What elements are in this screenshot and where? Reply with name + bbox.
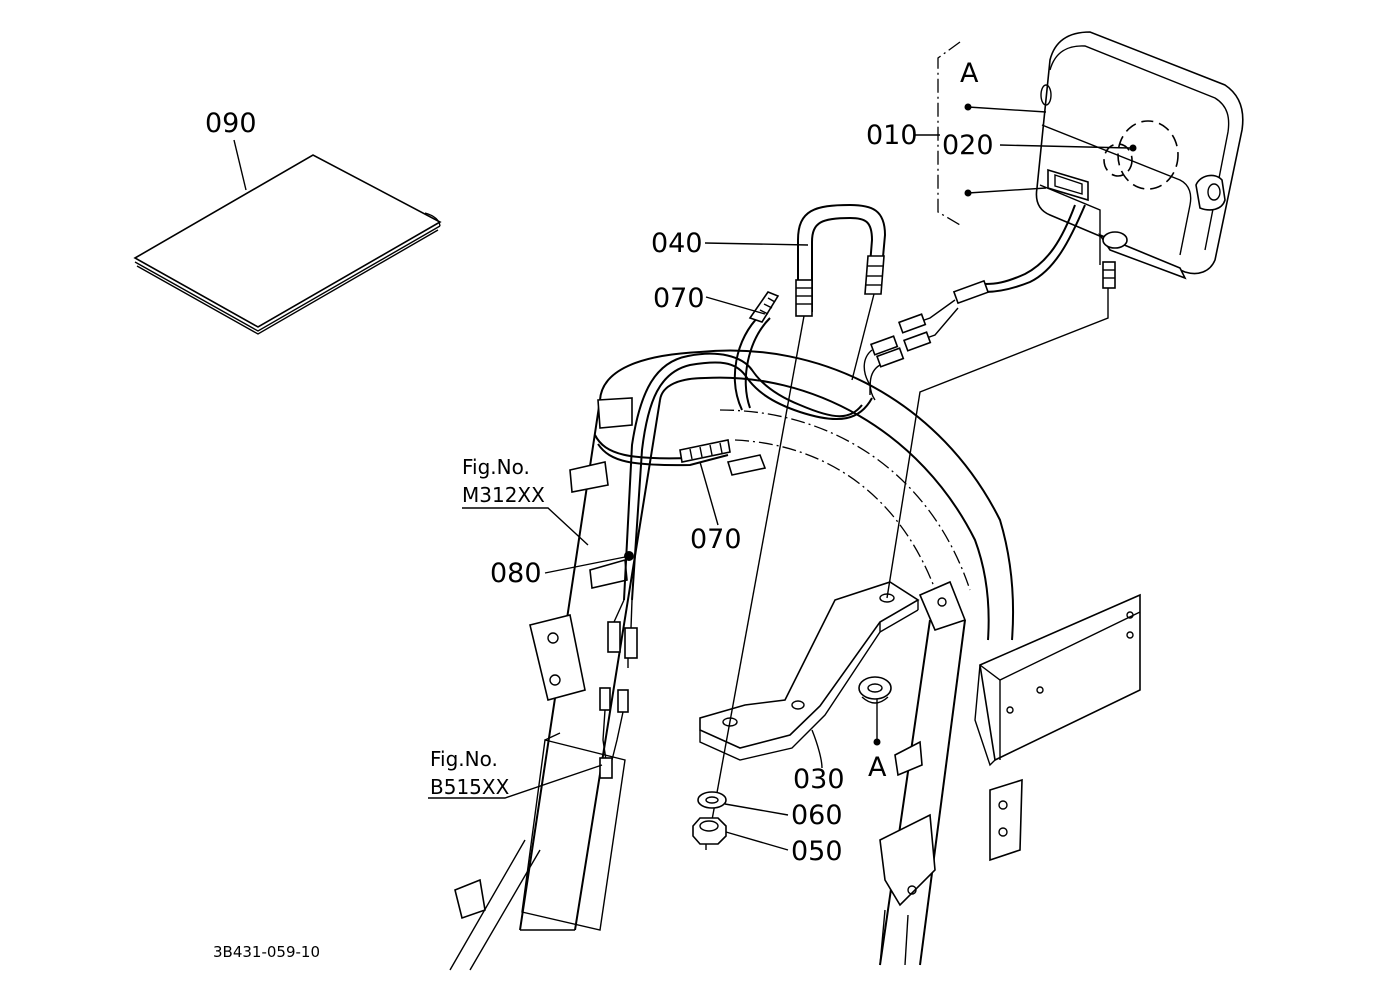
leader-060: [724, 803, 789, 816]
label-020: 020: [942, 130, 994, 161]
label-080: 080: [490, 558, 542, 589]
leader-040: [704, 242, 809, 246]
part-070-cable-tie-upper[interactable]: [733, 291, 780, 411]
part-030-bracket[interactable]: [699, 581, 920, 761]
label-050: 050: [791, 836, 843, 867]
label-010: 010: [866, 120, 918, 151]
leader-070-upper: [705, 296, 766, 315]
leader-020-dot: [1129, 144, 1137, 152]
label-090: 090: [205, 108, 257, 139]
part-070-cable-tie-lower[interactable]: [594, 434, 767, 476]
leader-070-lower: [699, 461, 719, 526]
frame-left-upright: [449, 351, 706, 971]
leader-030: [811, 729, 823, 769]
fig-ref-2-title: Fig.No.: [430, 747, 498, 771]
label-030: 030: [793, 764, 845, 795]
leader-090: [233, 139, 247, 191]
detail-line-1: [967, 106, 1047, 113]
leader-050: [725, 831, 789, 851]
fig-ref-2-code[interactable]: B515XX: [430, 775, 510, 799]
label-070-upper: 070: [653, 283, 705, 314]
leader-fig-m312xx: [462, 507, 589, 546]
part-010-work-lamp[interactable]: [886, 31, 1244, 599]
leader-080: [544, 556, 626, 574]
part-090-manual[interactable]: [133, 154, 442, 335]
grommet-a[interactable]: [858, 676, 892, 746]
part-060-washer[interactable]: [697, 791, 727, 809]
leader-fig-b515xx: [428, 764, 603, 799]
fig-ref-1-code[interactable]: M312XX: [462, 483, 545, 507]
detail-line-2: [967, 187, 1047, 194]
frame-arch: [699, 349, 1023, 966]
label-040: 040: [651, 228, 703, 259]
label-detail-a: A: [960, 58, 979, 89]
leader-020: [999, 144, 1131, 149]
label-070-lower: 070: [690, 524, 742, 555]
label-grommet-a: A: [868, 752, 887, 783]
label-060: 060: [791, 800, 843, 831]
drawing-number: 3B431-059-10: [213, 943, 320, 961]
part-050-nut[interactable]: [692, 817, 727, 850]
fig-ref-1-title: Fig.No.: [462, 455, 530, 479]
frame-side-rail: [974, 593, 1141, 767]
